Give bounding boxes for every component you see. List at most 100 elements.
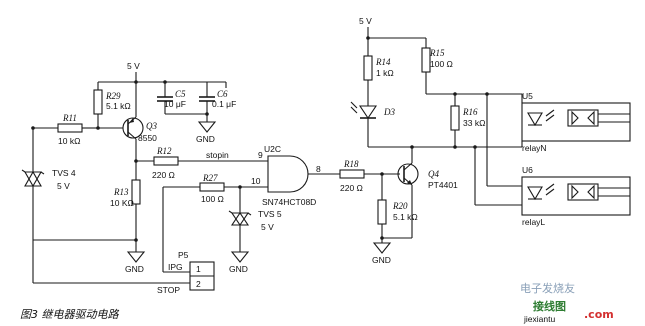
junction: [453, 145, 457, 149]
r20-value: 5.1 kΩ: [393, 212, 418, 222]
stop-label: STOP: [157, 285, 180, 295]
r16-value: 33 kΩ: [463, 118, 485, 128]
c5-value: 10 μF: [164, 99, 186, 109]
q3-arrow: [129, 118, 134, 123]
gnd-c-label: GND: [196, 134, 215, 144]
tvs4-symbol: [24, 171, 42, 188]
r13-label: R13: [113, 187, 129, 197]
r15-value: 100 Ω: [430, 59, 453, 69]
light-arrow-icon: [545, 183, 555, 191]
figure-caption: 图3 继电器驱动电路: [20, 308, 119, 321]
watermark-site: 接线图: [533, 299, 566, 313]
junction: [134, 238, 138, 242]
r11-value: 10 kΩ: [58, 136, 80, 146]
ground-symbol: [230, 251, 250, 263]
c6-label: C6: [217, 89, 228, 99]
resistor-r29: [93, 89, 103, 115]
r12-value: 220 Ω: [152, 170, 175, 180]
junction: [410, 145, 414, 149]
relayl-label: relayL: [522, 217, 545, 227]
d3-label: D3: [383, 107, 395, 117]
u2c-label: U2C: [264, 144, 281, 154]
u5-label: U5: [522, 91, 533, 101]
q3-label: Q3: [146, 121, 157, 131]
tvs5-symbol: [230, 212, 250, 226]
q3-value: 8550: [138, 133, 157, 143]
u6-label: U6: [522, 165, 533, 175]
r29-label: R29: [105, 91, 121, 101]
relay-u5-switch: [567, 109, 599, 127]
pin10-label: 10: [251, 176, 261, 186]
r15-label: R15: [429, 48, 445, 58]
resistor-r18: [339, 169, 365, 179]
r27-value: 100 Ω: [201, 194, 224, 204]
tvs4-label: TVS 4: [52, 168, 76, 178]
resistor-r14: [363, 55, 373, 81]
relay-u5-switch: [571, 110, 595, 126]
tvs4-symbol: [24, 170, 42, 187]
resistor-r20: [377, 199, 387, 225]
relay-u6-switch: [567, 183, 599, 201]
c5-label: C5: [175, 89, 186, 99]
led-light-icon: [350, 106, 358, 114]
resistor-r12: [153, 156, 179, 166]
r13-value: 10 KΩ: [110, 198, 134, 208]
resistor-r27: [199, 182, 225, 192]
r16-label: R16: [462, 107, 478, 117]
led-light-icon: [350, 101, 358, 109]
junction: [485, 92, 489, 96]
p5-label: P5: [178, 250, 189, 260]
vcc-left-label: 5 V: [127, 61, 140, 71]
r14-label: R14: [375, 57, 391, 67]
light-arrow-icon: [545, 114, 555, 122]
tvs5-symbol: [230, 212, 250, 226]
resistor-r11: [57, 123, 83, 133]
resistor-r15: [421, 47, 431, 73]
r27-label: R27: [202, 173, 218, 183]
ipg-label: IPG: [168, 262, 183, 272]
tvs4-value: 5 V: [57, 181, 70, 191]
q4-label: Q4: [428, 169, 439, 179]
pin9-label: 9: [258, 150, 263, 160]
r14-value: 1 kΩ: [376, 68, 394, 78]
vcc-right-label: 5 V: [359, 16, 372, 26]
watermark-brand: 电子发烧友: [520, 281, 575, 295]
r29-value: 5.1 kΩ: [106, 101, 131, 111]
q4-collector: [403, 162, 413, 171]
resistor-r16: [450, 105, 460, 131]
q3-collector: [127, 131, 137, 140]
q4-arrow: [407, 180, 412, 185]
tvs5-label: TVS 5: [258, 209, 282, 219]
r11-label: R11: [62, 113, 77, 123]
relay-u6-led: [527, 186, 543, 201]
junction: [473, 145, 477, 149]
tvs5-value: 5 V: [261, 222, 274, 232]
junction: [31, 126, 35, 130]
and-gate-u2c: [267, 155, 309, 193]
r12-label: R12: [156, 146, 172, 156]
relay-u6-switch: [571, 184, 595, 200]
relay-u5-led: [527, 112, 543, 127]
c6-value: 0.1 μF: [212, 99, 236, 109]
q4-value: PT4401: [428, 180, 458, 190]
gnd3-label: GND: [372, 255, 391, 265]
transistor-q4: [397, 163, 419, 185]
light-arrow-icon: [545, 188, 555, 196]
pin8-label: 8: [316, 164, 321, 174]
relayn-label: relayN: [522, 143, 547, 153]
watermark-url: jiexiantu: [523, 314, 555, 324]
ground-symbol: [197, 121, 217, 133]
gnd1-label: GND: [125, 264, 144, 274]
ground-symbol: [372, 242, 392, 254]
gnd2-label: GND: [229, 264, 248, 274]
gate-part: SN74HCT08D: [262, 197, 316, 207]
r20-label: R20: [392, 201, 408, 211]
r18-label: R18: [343, 159, 359, 169]
watermark-tld: .com: [584, 308, 614, 321]
led-d3: [358, 105, 378, 119]
stopin-label: stopin: [206, 150, 229, 160]
light-arrow-icon: [545, 109, 555, 117]
r18-value: 220 Ω: [340, 183, 363, 193]
